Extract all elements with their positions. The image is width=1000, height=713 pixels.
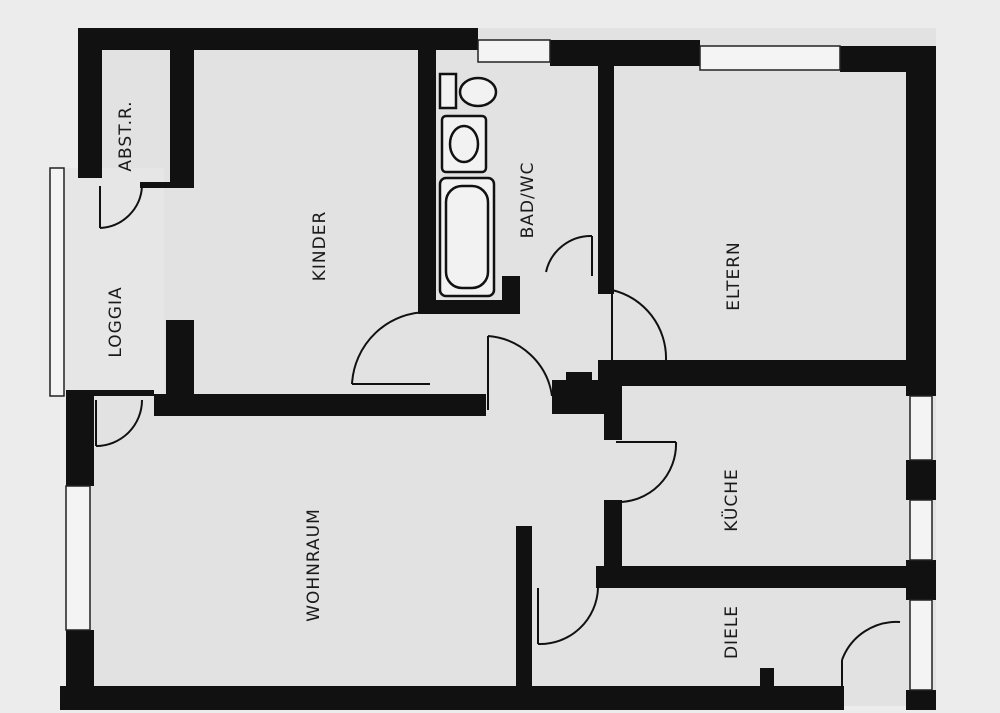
- loggia-floor: [52, 168, 164, 396]
- label-diele: DIELE: [722, 605, 742, 659]
- interior-walls: [94, 50, 908, 690]
- bathroom-fixtures: [438, 72, 498, 298]
- windows: [49, 39, 933, 691]
- window-kueche-2: [909, 499, 933, 561]
- label-kueche: KÜCHE: [720, 468, 742, 532]
- doors: [95, 185, 901, 686]
- window-diele: [909, 599, 933, 691]
- label-kinder: KINDER: [310, 211, 330, 282]
- window-bad: [477, 39, 551, 63]
- window-eltern: [699, 45, 841, 71]
- outer-walls: [60, 28, 936, 710]
- room-labels: ABST.R. KINDER BAD/WC ELTERN LOGGIA WOHN…: [106, 100, 744, 659]
- label-abstellraum: ABST.R.: [116, 100, 136, 171]
- label-bad-wc: BAD/WC: [518, 162, 538, 239]
- label-loggia: LOGGIA: [106, 286, 126, 357]
- label-eltern: ELTERN: [724, 241, 744, 311]
- window-loggia: [49, 167, 65, 397]
- label-wohnraum: WOHNRAUM: [304, 508, 324, 622]
- window-wohnraum: [65, 485, 91, 631]
- toilet: [438, 72, 458, 110]
- toilet-bowl-icon: [458, 76, 498, 108]
- window-kueche: [909, 395, 933, 461]
